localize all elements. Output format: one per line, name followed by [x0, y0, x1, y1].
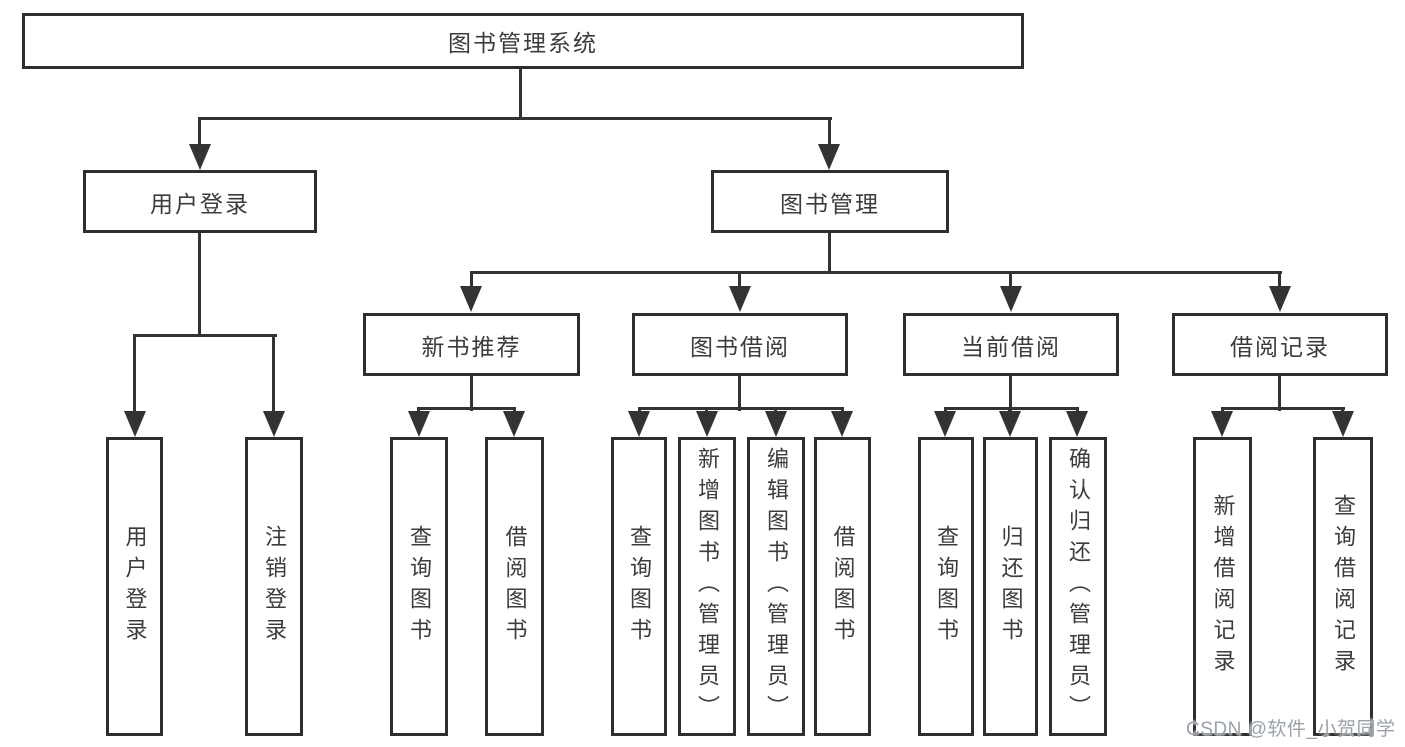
leaf-bb-add-books-admin-label: 新增图书（管理员） — [695, 447, 720, 726]
connector-new-book-crossbar — [417, 407, 516, 410]
node-current-borrow: 当前借阅 — [903, 313, 1119, 376]
leaf-bb-edit-books-admin: 编辑图书（管理员） — [747, 437, 805, 736]
arrowhead-bb-edit — [765, 411, 787, 437]
connector-book-borrow-drop-4 — [841, 407, 844, 413]
connector-new-book-stem — [470, 373, 473, 411]
node-borrow-records-label: 借阅记录 — [1230, 333, 1330, 360]
connector-borrow-records-drop-1 — [1221, 407, 1224, 413]
arrowhead-br-query — [1332, 411, 1354, 437]
csdn-watermark: CSDN @软件_小贺同学 — [1186, 719, 1396, 740]
arrowhead-borrow-records — [1269, 286, 1291, 312]
connector-current-borrow-crossbar — [944, 407, 1079, 410]
leaf-logout: 注销登录 — [245, 437, 303, 736]
connector-current-borrow-stem — [1009, 373, 1012, 411]
leaf-br-query-record: 查询借阅记录 — [1313, 437, 1373, 736]
leaf-nb-query-books-label: 查询图书 — [407, 524, 432, 649]
leaf-user-login-label: 用户登录 — [122, 524, 148, 649]
connector-user-login-crossbar — [133, 334, 277, 337]
arrowhead-nb-query — [408, 411, 430, 437]
arrowhead-book-mgmt — [818, 144, 840, 170]
leaf-br-query-record-label: 查询借阅记录 — [1331, 493, 1356, 680]
arrowhead-bb-add — [696, 411, 718, 437]
connector-book-mgmt-crossbar — [470, 271, 1282, 274]
arrowhead-book-borrow — [729, 286, 751, 312]
leaf-bb-borrow-books: 借阅图书 — [814, 437, 871, 736]
connector-book-mgmt-drop-2 — [738, 271, 741, 288]
connector-user-login-stem — [198, 230, 201, 337]
leaf-bb-borrow-books-label: 借阅图书 — [830, 524, 856, 649]
arrowhead-current-borrow — [1000, 286, 1022, 312]
leaf-bb-edit-books-admin-label: 编辑图书（管理员） — [764, 447, 789, 726]
node-borrow-records: 借阅记录 — [1172, 313, 1388, 376]
leaf-cb-query-books: 查询图书 — [918, 437, 974, 736]
connector-current-borrow-drop-3 — [1076, 407, 1079, 413]
connector-new-book-drop-1 — [417, 407, 420, 413]
leaf-cb-return-books: 归还图书 — [983, 437, 1038, 736]
connector-borrow-records-crossbar — [1221, 407, 1345, 410]
arrowhead-leaf-logout — [263, 411, 285, 437]
leaf-bb-query-books-label: 查询图书 — [627, 524, 652, 649]
connector-root-drop-right — [828, 117, 831, 146]
connector-book-mgmt-drop-3 — [1009, 271, 1012, 288]
node-book-mgmt: 图书管理 — [711, 170, 949, 233]
connector-book-mgmt-stem — [828, 230, 831, 274]
arrowhead-br-add — [1211, 411, 1233, 437]
node-new-book-label: 新书推荐 — [421, 333, 522, 360]
node-book-borrow: 图书借阅 — [632, 313, 848, 376]
arrowhead-nb-borrow — [503, 411, 525, 437]
arrowhead-cb-query — [934, 411, 956, 437]
leaf-br-add-record-label: 新增借阅记录 — [1210, 493, 1236, 680]
leaf-nb-borrow-books-label: 借阅图书 — [502, 524, 528, 649]
connector-current-borrow-drop-2 — [1008, 407, 1011, 413]
leaf-nb-query-books: 查询图书 — [390, 437, 448, 736]
arrowhead-user-login — [189, 144, 211, 170]
leaf-bb-add-books-admin: 新增图书（管理员） — [678, 437, 736, 736]
connector-book-borrow-stem — [738, 373, 741, 411]
node-new-book: 新书推荐 — [363, 313, 580, 376]
node-book-mgmt-label: 图书管理 — [780, 190, 880, 217]
connector-book-borrow-drop-1 — [638, 407, 641, 413]
node-current-borrow-label: 当前借阅 — [961, 333, 1061, 360]
arrowhead-bb-query — [628, 411, 650, 437]
connector-borrow-records-drop-2 — [1341, 407, 1344, 413]
connector-user-login-drop-1 — [133, 334, 136, 413]
node-root-label: 图书管理系统 — [448, 30, 598, 56]
connector-book-mgmt-drop-1 — [470, 271, 473, 288]
connector-book-borrow-crossbar — [638, 407, 844, 410]
leaf-br-add-record: 新增借阅记录 — [1193, 437, 1252, 736]
leaf-cb-return-books-label: 归还图书 — [998, 524, 1024, 649]
node-user-login-label: 用户登录 — [150, 190, 250, 217]
leaf-cb-confirm-return-admin: 确认归还（管理员） — [1049, 437, 1107, 736]
node-book-borrow-label: 图书借阅 — [690, 333, 790, 360]
connector-root-stem — [519, 66, 522, 120]
connector-root-crossbar — [198, 117, 832, 120]
connector-user-login-drop-2 — [272, 334, 275, 413]
connector-current-borrow-drop-1 — [944, 407, 947, 413]
arrowhead-cb-return — [999, 411, 1021, 437]
arrowhead-new-book — [460, 286, 482, 312]
arrowhead-bb-borrow — [831, 411, 853, 437]
leaf-user-login: 用户登录 — [106, 437, 163, 736]
arrowhead-cb-confirm — [1066, 411, 1088, 437]
leaf-cb-confirm-return-admin-label: 确认归还（管理员） — [1066, 447, 1091, 726]
connector-book-borrow-drop-3 — [774, 407, 777, 413]
arrowhead-leaf-login — [124, 411, 146, 437]
node-user-login: 用户登录 — [83, 170, 317, 233]
node-root: 图书管理系统 — [22, 13, 1024, 69]
leaf-logout-label: 注销登录 — [262, 524, 287, 649]
leaf-bb-query-books: 查询图书 — [611, 437, 667, 736]
connector-book-mgmt-drop-4 — [1278, 271, 1281, 288]
connector-borrow-records-stem — [1278, 373, 1281, 411]
connector-new-book-drop-2 — [513, 407, 516, 413]
leaf-cb-query-books-label: 查询图书 — [934, 524, 959, 649]
leaf-nb-borrow-books: 借阅图书 — [485, 437, 544, 736]
connector-root-drop-left — [198, 117, 201, 146]
connector-book-borrow-drop-2 — [705, 407, 708, 413]
